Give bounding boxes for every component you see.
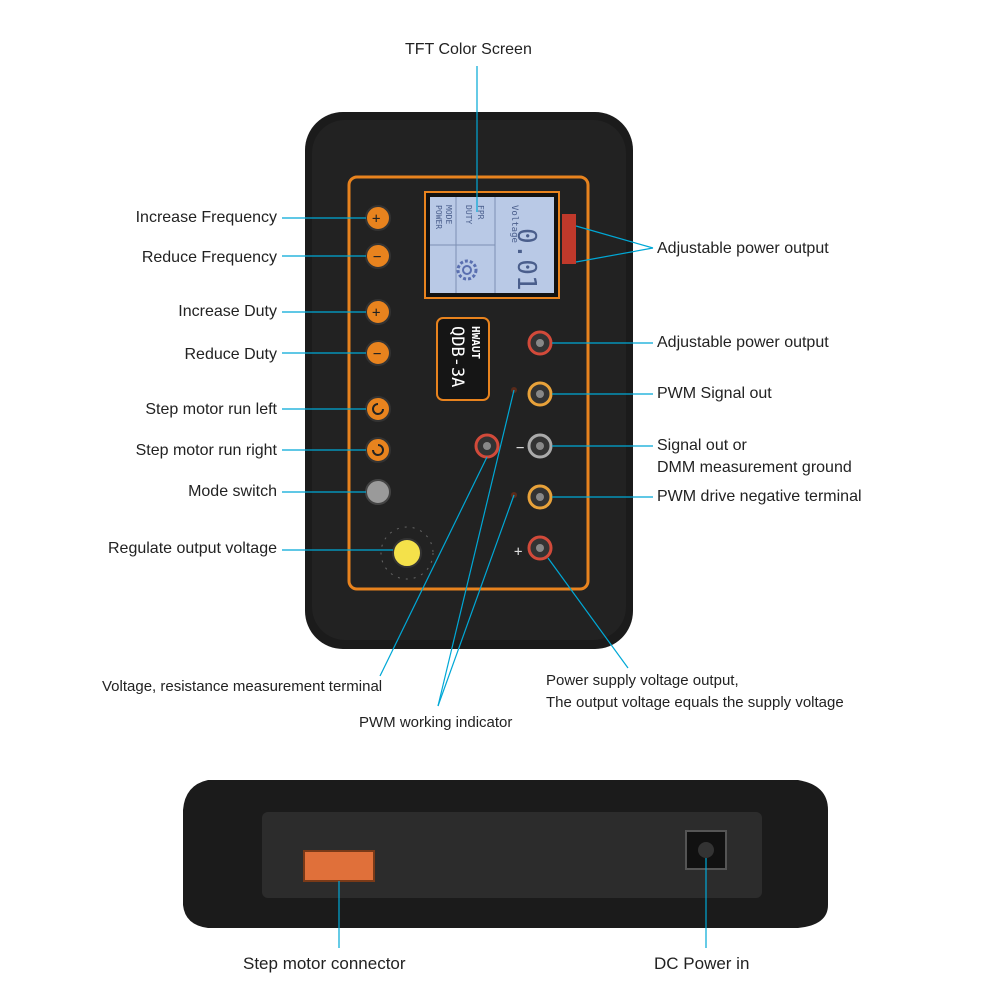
ground-terminal[interactable] [527, 433, 553, 459]
reduce-frequency-button[interactable]: − [365, 243, 391, 269]
rotate-icon [372, 444, 384, 456]
increase-frequency-button[interactable]: + [365, 205, 391, 231]
reduce-duty-button[interactable]: − [365, 340, 391, 366]
step-right-button[interactable] [365, 437, 391, 463]
pwm-signal-label: PWM Signal out [657, 385, 772, 402]
measurement-terminal[interactable] [474, 433, 500, 459]
increase-frequency-label: Increase Frequency [135, 209, 277, 226]
pwm-negative-terminal[interactable] [527, 484, 553, 510]
tft-screen-label: TFT Color Screen [405, 41, 532, 58]
step-connector-label: Step motor connector [243, 954, 406, 973]
reduce-duty-label: Reduce Duty [184, 346, 278, 363]
step-terminal-block [562, 214, 576, 264]
gear-icon [456, 259, 478, 281]
screen-title: Voltage [509, 205, 519, 243]
plus-icon: + [372, 305, 380, 321]
regulate-voltage-label: Regulate output voltage [107, 540, 277, 557]
adjustable-power-label-1: Adjustable power output [657, 240, 829, 257]
voltage-resistance-label: Voltage, resistance measurement terminal [102, 678, 383, 695]
dc-power-label: DC Power in [654, 954, 750, 973]
screen-row-0: FPR [476, 205, 485, 220]
panel-frame [347, 175, 590, 591]
minus-icon: − [373, 346, 381, 362]
plus-sign: + [514, 544, 522, 560]
mode-switch-button[interactable] [365, 479, 391, 505]
brand-badge [436, 317, 490, 401]
step-left-label: Step motor run left [145, 401, 277, 418]
power-supply-label-1: Power supply voltage output, [546, 672, 739, 689]
voltage-knob[interactable] [380, 526, 434, 580]
increase-duty-label: Increase Duty [178, 303, 277, 320]
pwm-negative-label: PWM drive negative terminal [657, 488, 862, 505]
signal-out-label-1: Signal out or [657, 437, 747, 454]
mode-switch-label: Mode switch [188, 483, 277, 500]
reduce-frequency-label: Reduce Frequency [141, 249, 277, 266]
pwm-signal-terminal[interactable] [527, 381, 553, 407]
device-side-panel [262, 812, 762, 898]
power-supply-label-2: The output voltage equals the supply vol… [546, 694, 844, 711]
screen-row-3: POWER [434, 205, 443, 229]
step-motor-connector [303, 850, 375, 882]
leader-lines [282, 66, 707, 948]
plus-icon: + [372, 211, 380, 227]
step-right-label: Step motor run right [135, 442, 277, 459]
screen-row-2: MODE [444, 205, 453, 224]
adjustable-power-label-2: Adjustable power output [657, 334, 829, 351]
increase-duty-button[interactable]: + [365, 299, 391, 325]
screen-row-1: DUTY [464, 205, 473, 224]
adjustable-power-terminal[interactable] [527, 330, 553, 356]
power-supply-terminal[interactable] [527, 535, 553, 561]
minus-sign: − [516, 440, 524, 456]
model-label: QDB-3A [447, 326, 467, 387]
screen-value: 0.01 [511, 228, 541, 291]
signal-out-label-2: DMM measurement ground [657, 459, 852, 476]
step-left-button[interactable] [365, 396, 391, 422]
minus-icon: − [373, 249, 381, 265]
rotate-icon [372, 403, 384, 415]
pwm-indicator-label: PWM working indicator [359, 714, 513, 731]
brand-logo: HWAUT [469, 326, 482, 359]
